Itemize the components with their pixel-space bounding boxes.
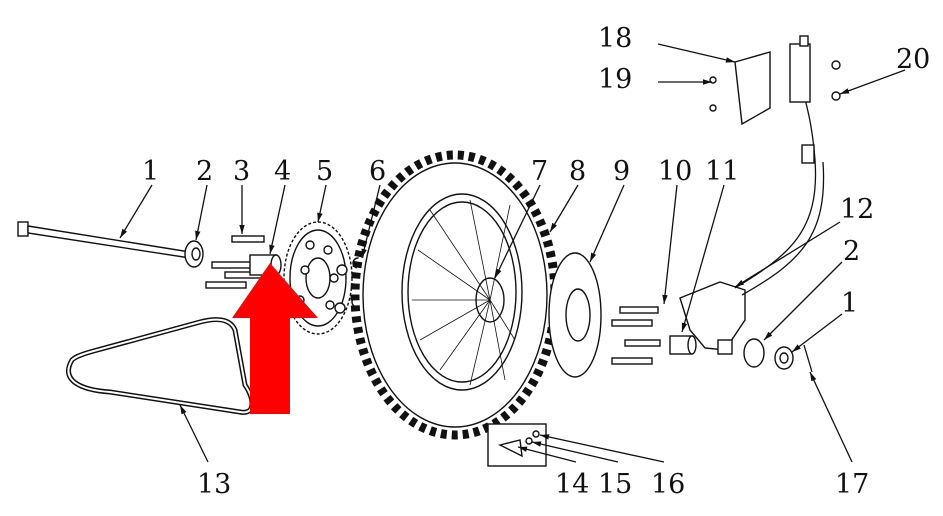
label-7: 7	[531, 156, 548, 187]
label-2: 2	[196, 156, 213, 187]
label-14: 14	[555, 469, 589, 500]
label-10: 10	[658, 156, 692, 187]
axle	[17, 221, 191, 259]
wheel-tire	[350, 150, 560, 440]
label-19: 19	[598, 64, 632, 95]
label-20: 20	[896, 44, 930, 75]
label-8: 8	[569, 156, 586, 187]
label-9: 9	[613, 156, 630, 187]
label-17: 17	[835, 469, 869, 500]
label-16: 16	[651, 469, 685, 500]
label-13: 13	[197, 469, 231, 500]
label-4: 4	[274, 156, 291, 187]
right-spacer	[669, 335, 697, 355]
label-18: 18	[598, 23, 632, 54]
brake-disc	[548, 252, 602, 378]
label-3: 3	[233, 156, 250, 187]
disc-bolts	[611, 306, 661, 365]
chain	[66, 317, 255, 415]
right-axle-nut	[743, 338, 813, 373]
label-15: 15	[598, 469, 632, 500]
valve-parts	[487, 423, 547, 467]
label-2-right: 2	[843, 236, 860, 267]
highlight-arrow	[232, 263, 318, 414]
brake-caliper	[679, 79, 825, 355]
axle-nut	[184, 240, 204, 268]
label-6: 6	[369, 156, 386, 187]
label-5: 5	[316, 156, 333, 187]
label-11: 11	[705, 156, 739, 187]
label-12: 12	[840, 194, 874, 225]
label-1: 1	[142, 156, 159, 187]
master-cylinder	[709, 35, 841, 164]
label-1-right: 1	[841, 288, 858, 319]
leader-lines	[119, 43, 906, 463]
